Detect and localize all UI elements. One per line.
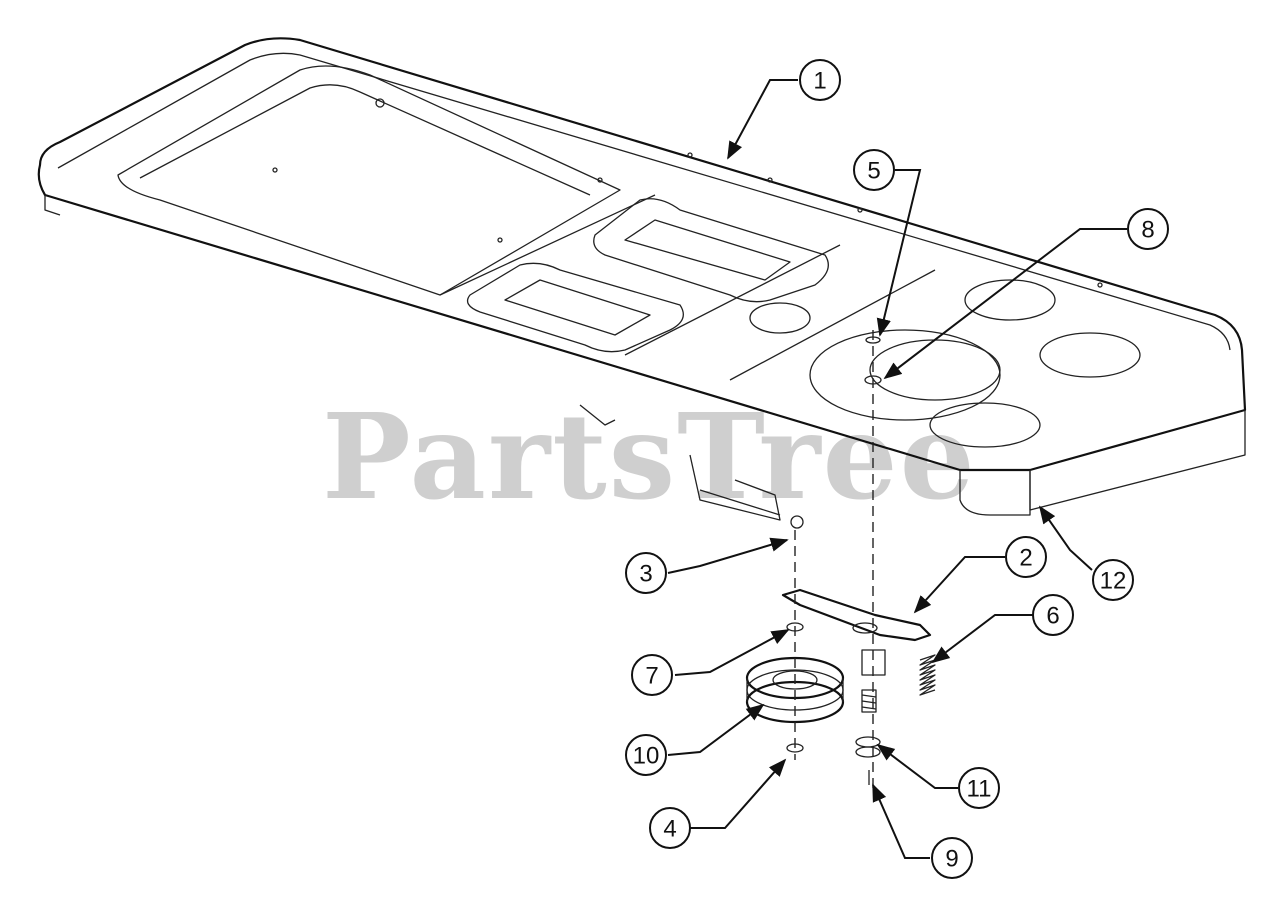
watermark-text: PartsTree — [322, 387, 977, 526]
callout-2-label: 2 — [1019, 545, 1032, 572]
callout-3: 3 — [625, 552, 667, 594]
callout-11: 11 — [958, 767, 1000, 809]
callout-9-label: 9 — [945, 846, 958, 873]
idler-bracket — [579, 404, 804, 529]
callout-7-label: 7 — [645, 663, 658, 690]
callout-9: 9 — [931, 837, 973, 879]
callout-4: 4 — [649, 807, 691, 849]
callout-2: 2 — [1005, 536, 1047, 578]
callout-10-label: 10 — [633, 743, 660, 770]
callout-10: 10 — [625, 734, 667, 776]
callout-8-label: 8 — [1141, 217, 1154, 244]
callout-6: 6 — [1032, 594, 1074, 636]
callout-12: 12 — [1092, 559, 1134, 601]
callout-5: 5 — [853, 149, 895, 191]
deck-panel — [37, 37, 1247, 516]
callout-1-label: 1 — [813, 68, 826, 95]
callout-8: 8 — [1127, 208, 1169, 250]
callout-6-label: 6 — [1046, 603, 1059, 630]
idler-arm — [781, 588, 932, 642]
callout-11-label: 11 — [967, 776, 992, 803]
callout-4-label: 4 — [663, 816, 676, 843]
callout-12-label: 12 — [1100, 568, 1127, 595]
extension-spring — [919, 654, 936, 696]
callout-5-label: 5 — [867, 158, 880, 185]
callout-3-label: 3 — [639, 561, 652, 588]
callout-1: 1 — [799, 59, 841, 101]
callout-leaders — [667, 79, 1127, 859]
callout-7: 7 — [631, 654, 673, 696]
